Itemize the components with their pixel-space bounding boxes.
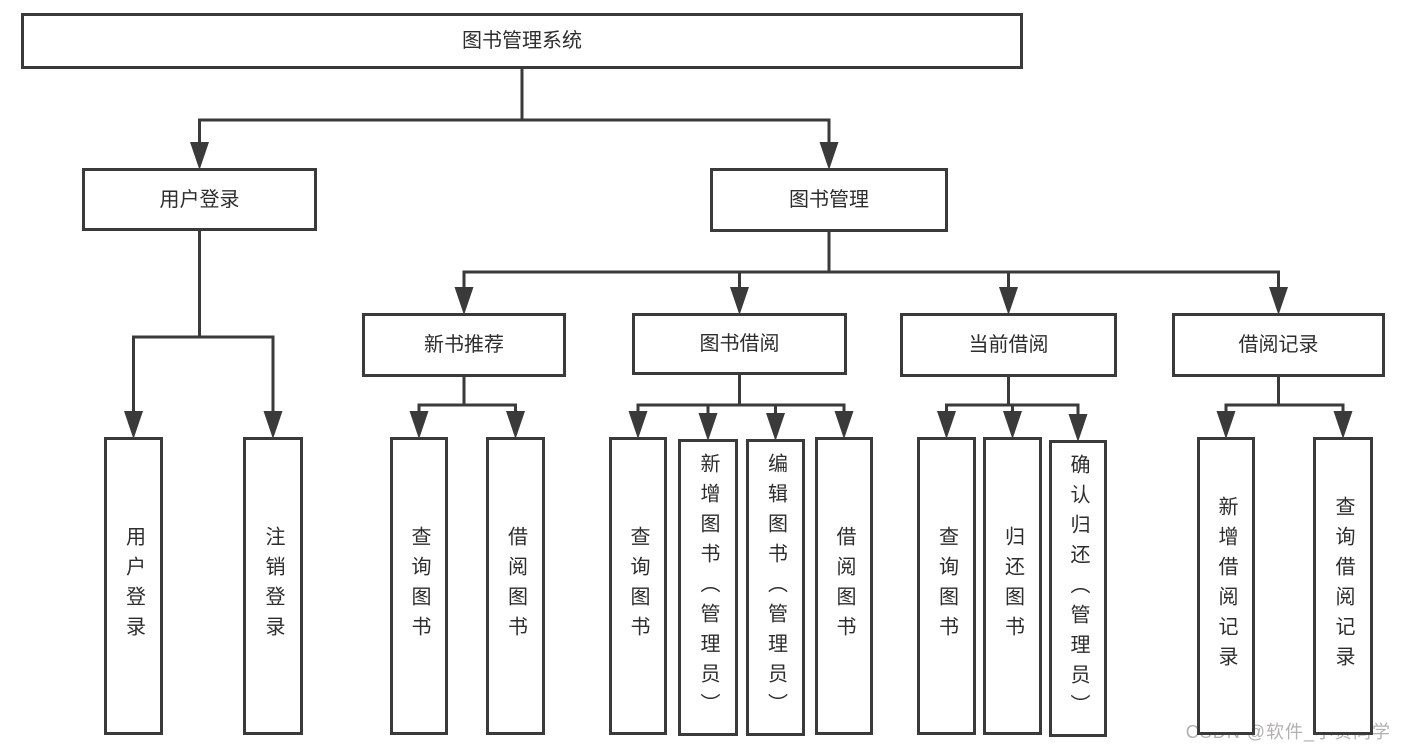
node-current-borrowing: 当前借阅 [900,313,1117,377]
node-logout-action: 注销登录 [243,437,303,735]
node-current-return-books: 归还图书 [983,437,1042,735]
node-book-management: 图书管理 [710,168,948,232]
node-borrowing-records: 借阅记录 [1172,313,1385,377]
node-borrow-edit-book-admin: 编辑图书（管理员） [746,439,805,736]
node-borrow-add-book-admin: 新增图书（管理员） [678,439,738,736]
node-current-confirm-return-admin: 确认归还（管理员） [1049,440,1107,737]
node-records-add-borrow-record: 新增借阅记录 [1197,437,1255,735]
node-new-book-recommendation: 新书推荐 [362,313,566,377]
node-book-borrowing: 图书借阅 [632,313,847,375]
node-records-search-borrow-record: 查询借阅记录 [1313,437,1373,735]
node-borrow-search-books: 查询图书 [609,437,667,735]
node-current-search-books: 查询图书 [917,437,976,735]
node-user-login: 用户登录 [82,168,317,231]
node-newbook-borrow-books: 借阅图书 [486,437,545,735]
node-library-management-system: 图书管理系统 [21,13,1023,69]
node-borrow-borrow-books: 借阅图书 [815,437,873,735]
node-newbook-search-books: 查询图书 [390,437,448,735]
node-user-login-action: 用户登录 [104,437,163,735]
